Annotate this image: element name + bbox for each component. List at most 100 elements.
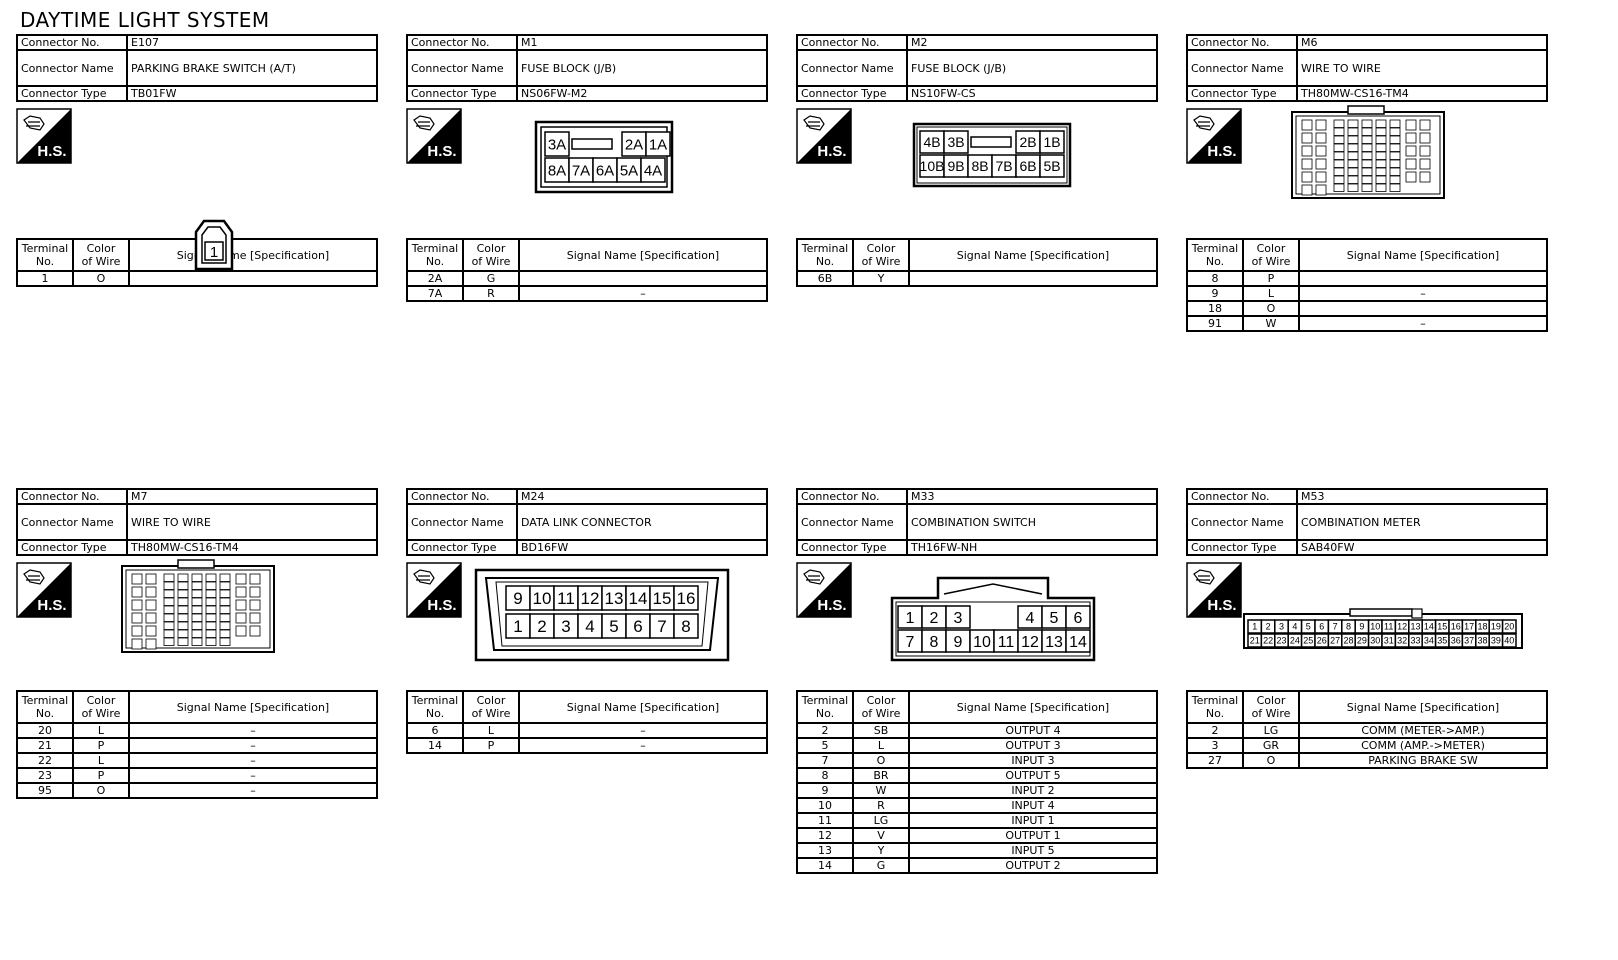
terminal-no-cell: 14 [406, 737, 464, 754]
pin-label: 1 [906, 610, 915, 627]
signal-name-cell: INPUT 3 [908, 752, 1158, 769]
terminal-no-cell: 20 [16, 722, 74, 739]
signal-name-cell [908, 270, 1158, 287]
signal-name-header: Signal Name [Specification] [518, 690, 768, 724]
terminal-no-cell: 7A [406, 285, 464, 302]
signal-name-header: Signal Name [Specification] [908, 238, 1158, 272]
terminal-no-cell: 2 [1186, 722, 1244, 739]
signal-name-cell [518, 270, 768, 287]
pin-label: 4A [644, 162, 662, 179]
hs-badge-text: H.S. [817, 597, 846, 614]
wire-color-cell: R [462, 285, 520, 302]
terminal-no-cell: 8 [796, 767, 854, 784]
signal-name-cell: – [518, 722, 768, 739]
pin-label: 30 [1370, 636, 1380, 646]
connector-face-m6 [1291, 105, 1445, 199]
terminal-no-cell: 8 [1186, 270, 1244, 287]
hs-badge-text: H.S. [427, 143, 456, 160]
harness-side-icon: H.S. [1186, 108, 1242, 164]
pin-label: 1B [1043, 134, 1060, 150]
pin-label: 10 [1370, 622, 1380, 632]
signal-name-header: Signal Name [Specification] [128, 690, 378, 724]
signal-name-cell: OUTPUT 1 [908, 827, 1158, 844]
harness-side-icon: H.S. [406, 562, 462, 618]
pin-label: 10 [533, 589, 552, 608]
info-label: Connector Name [1186, 503, 1298, 541]
harness-side-icon: H.S. [796, 108, 852, 164]
pin-label: 10B [920, 158, 945, 174]
info-label: Connector Type [796, 85, 908, 102]
signal-name-cell [1298, 270, 1548, 287]
pin-label: 7B [995, 158, 1012, 174]
terminal-no-cell: 21 [16, 737, 74, 754]
terminal-no-cell: 7 [796, 752, 854, 769]
signal-name-cell: – [128, 722, 378, 739]
wire-color-cell: O [1242, 300, 1300, 317]
info-label: Connector Name [796, 503, 908, 541]
pin-label: 25 [1303, 636, 1313, 646]
pin-label: 11 [557, 589, 575, 608]
connector-face-m7 [121, 559, 275, 653]
signal-name-cell: INPUT 5 [908, 842, 1158, 859]
signal-name-cell: OUTPUT 3 [908, 737, 1158, 754]
wire-color-cell: O [72, 270, 130, 287]
pin-label: 6A [596, 162, 614, 179]
terminal-no-cell: 9 [796, 782, 854, 799]
terminal-no-cell: 2A [406, 270, 464, 287]
pin-label: 8 [681, 617, 690, 636]
info-value-no: M2 [906, 34, 1158, 51]
info-value-no: M53 [1296, 488, 1548, 505]
pin-label: 32 [1397, 636, 1407, 646]
info-value-type: TH16FW-NH [906, 539, 1158, 556]
pin-label: 17 [1464, 622, 1474, 632]
signal-name-header: Signal Name [Specification] [518, 238, 768, 272]
pin-label: 39 [1491, 636, 1501, 646]
wire-color-cell: P [72, 737, 130, 754]
signal-name-cell: OUTPUT 5 [908, 767, 1158, 784]
pin-label: 7 [906, 634, 915, 651]
info-value-type: BD16FW [516, 539, 768, 556]
pin-label: 20 [1504, 622, 1514, 632]
wire-color-cell: SB [852, 722, 910, 739]
wire-color-cell: P [462, 737, 520, 754]
wire-color-cell: Y [852, 270, 910, 287]
wire-color-cell: L [462, 722, 520, 739]
terminal-no-cell: 9 [1186, 285, 1244, 302]
pin-label: 4 [1026, 610, 1035, 627]
pin-label: 14 [629, 589, 648, 608]
wire-color-cell: GR [1242, 737, 1300, 754]
info-label: Connector No. [1186, 488, 1298, 505]
info-value-type: TH80MW-CS16-TM4 [126, 539, 378, 556]
wire-color-cell: P [1242, 270, 1300, 287]
signal-name-cell: – [1298, 285, 1548, 302]
info-value-name: PARKING BRAKE SWITCH (A/T) [126, 49, 378, 87]
wire-color-cell: V [852, 827, 910, 844]
pin-label: 6 [633, 617, 642, 636]
wire-color-cell: L [1242, 285, 1300, 302]
info-label: Connector Type [16, 539, 128, 556]
wire-color-cell: P [72, 767, 130, 784]
pin-label: 7A [572, 162, 590, 179]
info-label: Connector No. [1186, 34, 1298, 51]
